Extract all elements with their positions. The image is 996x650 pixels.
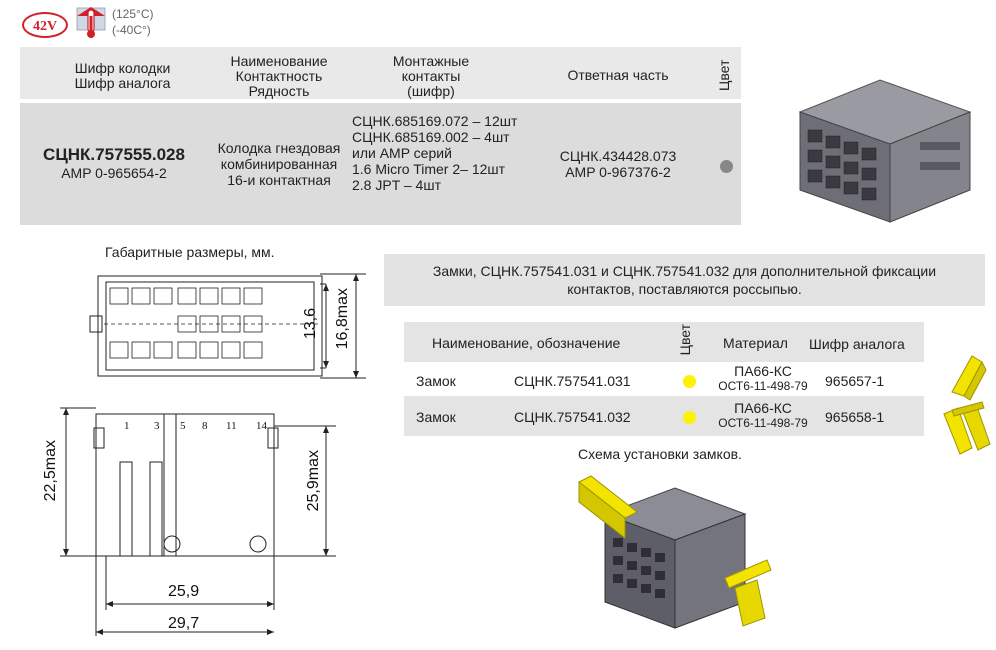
lock-row-material: ПА66-КС ОСТ6-11-498-79	[708, 364, 818, 394]
header-name-line1: Наименование	[230, 53, 328, 69]
voltage-badge: 42V	[22, 12, 68, 38]
product-code-cell: СЦНК.757555.028 AMP 0-965654-2	[26, 145, 202, 181]
dim-22-5: 22,5max	[42, 440, 59, 502]
product-mount-cell: СЦНК.685169.072 – 12шт СЦНК.685169.002 –…	[352, 113, 542, 193]
header-mount: Монтажные контакты (шифр)	[356, 54, 506, 99]
mount-line5: 2.8 JPT – 4шт	[352, 177, 441, 193]
product-name-line2: комбинированная	[220, 156, 338, 172]
pin-5: 5	[180, 420, 186, 432]
header-name-line2: Контактность	[235, 68, 323, 84]
lock-row: Замок СЦНК.757541.031 ПА66-КС ОСТ6-11-49…	[404, 362, 924, 396]
locks-note-line2: контактов, поставляются россыпью.	[567, 281, 802, 297]
header-name: Наименование Контактность Рядность	[204, 54, 354, 99]
lock-row-name: Замок	[416, 409, 456, 425]
header-code-line2: Шифр аналога	[74, 75, 171, 91]
header-mount-line2: контакты	[401, 68, 461, 84]
lock-row-code: СЦНК.757541.031	[514, 373, 631, 389]
product-name-line1: Колодка гнездовая	[217, 140, 341, 156]
color-swatch-yellow	[683, 375, 696, 388]
lock-header-analog: Шифр аналога	[809, 336, 905, 352]
installation-scheme	[578, 475, 772, 629]
dim-13-6: 13,6	[302, 308, 319, 340]
header-mount-line1: Монтажные	[392, 53, 470, 69]
lock-illustrations	[943, 355, 991, 455]
header-mate: Ответная часть	[567, 67, 669, 83]
lock-header-name: Наименование, обозначение	[432, 335, 621, 351]
color-swatch-grey	[720, 160, 733, 173]
lock-row-name: Замок	[416, 373, 456, 389]
product-mate-cell: СЦНК.434428.073 AMP 0-967376-2	[548, 148, 688, 180]
top-view-drawing	[89, 273, 366, 379]
scheme-caption: Схема установки замков.	[578, 446, 742, 462]
header-code: Шифр колодки Шифр аналога	[40, 61, 205, 91]
product-table: Шифр колодки Шифр аналога Наименование К…	[20, 47, 741, 225]
lock-table: Наименование, обозначение Цвет Материал …	[404, 322, 924, 436]
pin-3: 3	[154, 420, 160, 432]
header-mount-line3: (шифр)	[407, 83, 455, 99]
product-row: СЦНК.757555.028 AMP 0-965654-2 Колодка г…	[20, 103, 741, 225]
lock-header-color: Цвет	[677, 324, 693, 356]
product-name-cell: Колодка гнездовая комбинированная 16-и к…	[204, 140, 354, 188]
pin-11: 11	[226, 420, 237, 432]
connector-illustration	[798, 79, 972, 223]
mount-line2: СЦНК.685169.002 – 4шт	[352, 129, 510, 145]
product-code: СЦНК.757555.028	[43, 145, 185, 164]
side-view-drawing	[60, 407, 336, 636]
dim-25-9-vertical: 25,9max	[305, 450, 322, 512]
temp-low: (-40C°)	[112, 23, 151, 37]
lock-row-material2: ОСТ6-11-498-79	[718, 379, 808, 393]
dim-25-9-horizontal: 25,9	[168, 583, 200, 600]
product-name-line3: 16-и контактная	[227, 172, 331, 188]
thermometer-icon	[76, 7, 106, 38]
lock-row-material: ПА66-КС ОСТ6-11-498-79	[708, 401, 818, 431]
locks-note-line1: Замки, СЦНК.757541.031 и СЦНК.757541.032…	[432, 263, 937, 279]
lock-header-material: Материал	[723, 335, 788, 351]
lock-row-analog: 965658-1	[825, 409, 885, 425]
lock-table-header: Наименование, обозначение Цвет Материал …	[404, 322, 924, 362]
drawing-title: Габаритные размеры, мм.	[105, 244, 275, 260]
pin-grid	[104, 287, 320, 359]
pin-8: 8	[202, 420, 208, 432]
dim-29-7: 29,7	[168, 615, 200, 632]
header-color: Цвет	[716, 59, 732, 91]
mount-line3: или AMP серий	[352, 145, 452, 161]
mate-line2: AMP 0-967376-2	[565, 164, 671, 180]
mount-line1: СЦНК.685169.072 – 12шт	[352, 113, 518, 129]
lock-row-material1: ПА66-КС	[734, 400, 792, 416]
lock-row-code: СЦНК.757541.032	[514, 409, 631, 425]
mount-line4: 1.6 Micro Timer 2– 12шт	[352, 161, 506, 177]
color-swatch-yellow	[683, 411, 696, 424]
locks-note: Замки, СЦНК.757541.031 и СЦНК.757541.032…	[384, 254, 985, 306]
header-name-line3: Рядность	[248, 83, 310, 99]
mate-line1: СЦНК.434428.073	[559, 148, 677, 164]
dim-16-8: 16,8max	[334, 288, 351, 350]
lock-row: Замок СЦНК.757541.032 ПА66-КС ОСТ6-11-49…	[404, 396, 924, 436]
lock-row-material2: ОСТ6-11-498-79	[718, 416, 808, 430]
product-analog: AMP 0-965654-2	[61, 165, 167, 181]
temp-range: (125°C) (-40C°)	[112, 6, 153, 38]
pin-1: 1	[124, 420, 130, 432]
temp-high: (125°C)	[112, 7, 154, 21]
product-table-header: Шифр колодки Шифр аналога Наименование К…	[20, 47, 741, 99]
lock-row-analog: 965657-1	[825, 373, 885, 389]
pin-14: 14	[256, 420, 267, 432]
lock-row-material1: ПА66-КС	[734, 363, 792, 379]
header-code-line1: Шифр колодки	[74, 60, 171, 76]
